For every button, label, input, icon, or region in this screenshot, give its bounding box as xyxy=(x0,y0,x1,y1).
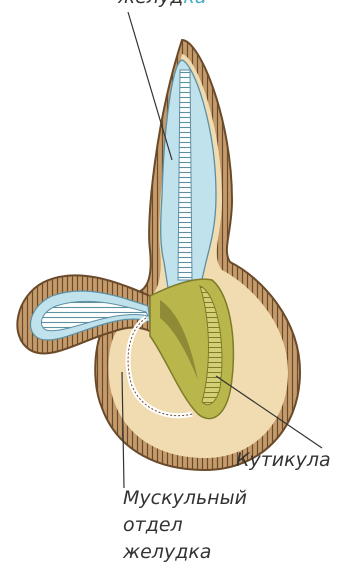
muscular-stomach-line1: Мускульный xyxy=(123,485,247,512)
pointer-top xyxy=(128,12,172,160)
top-label-main: желуд xyxy=(118,0,183,8)
cuticle-label: Кутикула xyxy=(236,447,331,474)
top-label: желудка xyxy=(118,0,206,11)
muscular-stomach-label: Мускульный отдел желудка xyxy=(123,485,247,566)
muscular-stomach-line3: желудка xyxy=(123,539,247,566)
top-label-accent: ка xyxy=(183,0,206,8)
central-canal xyxy=(178,70,192,280)
muscular-stomach-line2: отдел xyxy=(123,512,247,539)
